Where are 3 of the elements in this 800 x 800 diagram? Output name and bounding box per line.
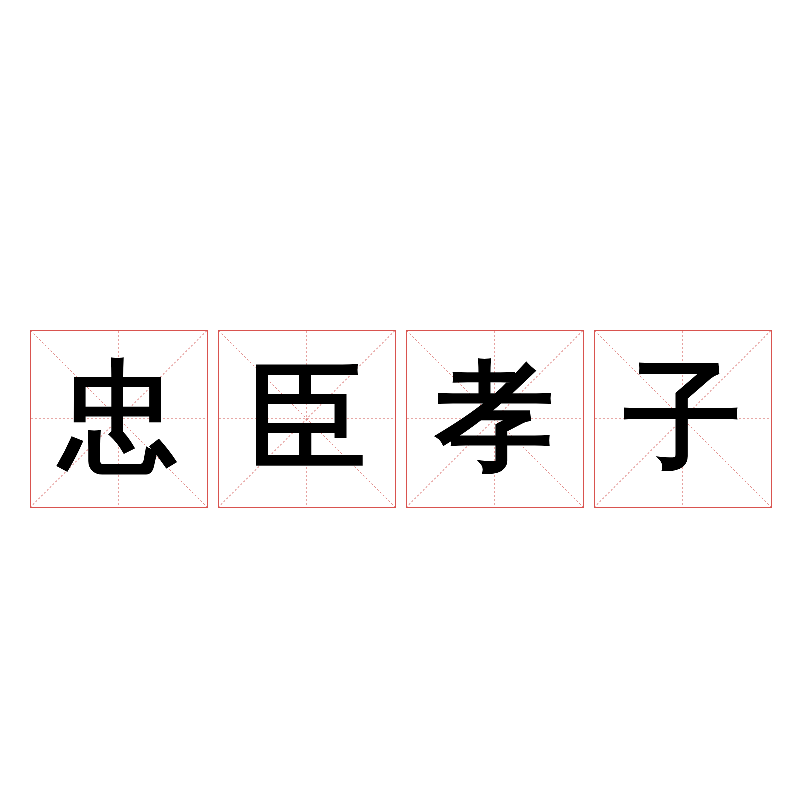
calligraphy-character: 子 xyxy=(624,358,742,476)
calligraphy-character: 孝 xyxy=(436,358,554,476)
calligraphy-character: 臣 xyxy=(248,358,366,476)
